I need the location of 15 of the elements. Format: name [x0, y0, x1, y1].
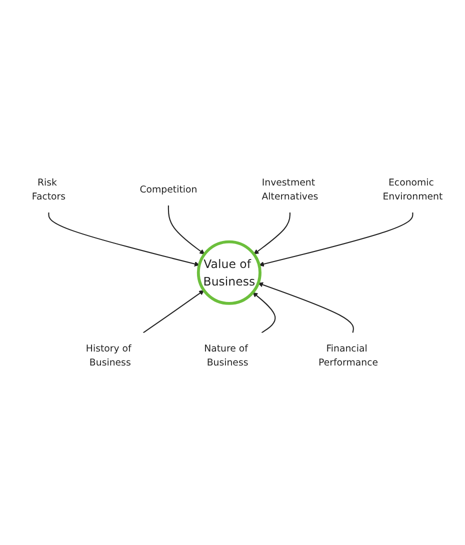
node-text: Risk Factors	[32, 176, 66, 202]
node-text: Economic Environment	[382, 176, 443, 202]
arrow	[168, 205, 205, 254]
arrow	[142, 290, 204, 334]
node-text: Competition	[140, 184, 198, 195]
arrow	[258, 212, 414, 266]
node-text: Nature of Business	[204, 342, 248, 368]
arrow	[252, 292, 276, 334]
arrow	[258, 282, 354, 333]
node-circle: Value of Business	[196, 240, 262, 305]
node-text: History of Business	[86, 342, 132, 368]
node-text: Financial Performance	[318, 342, 378, 368]
node-text: Investment Alternatives	[262, 176, 318, 202]
arrow	[254, 212, 290, 254]
arrow	[48, 212, 200, 266]
